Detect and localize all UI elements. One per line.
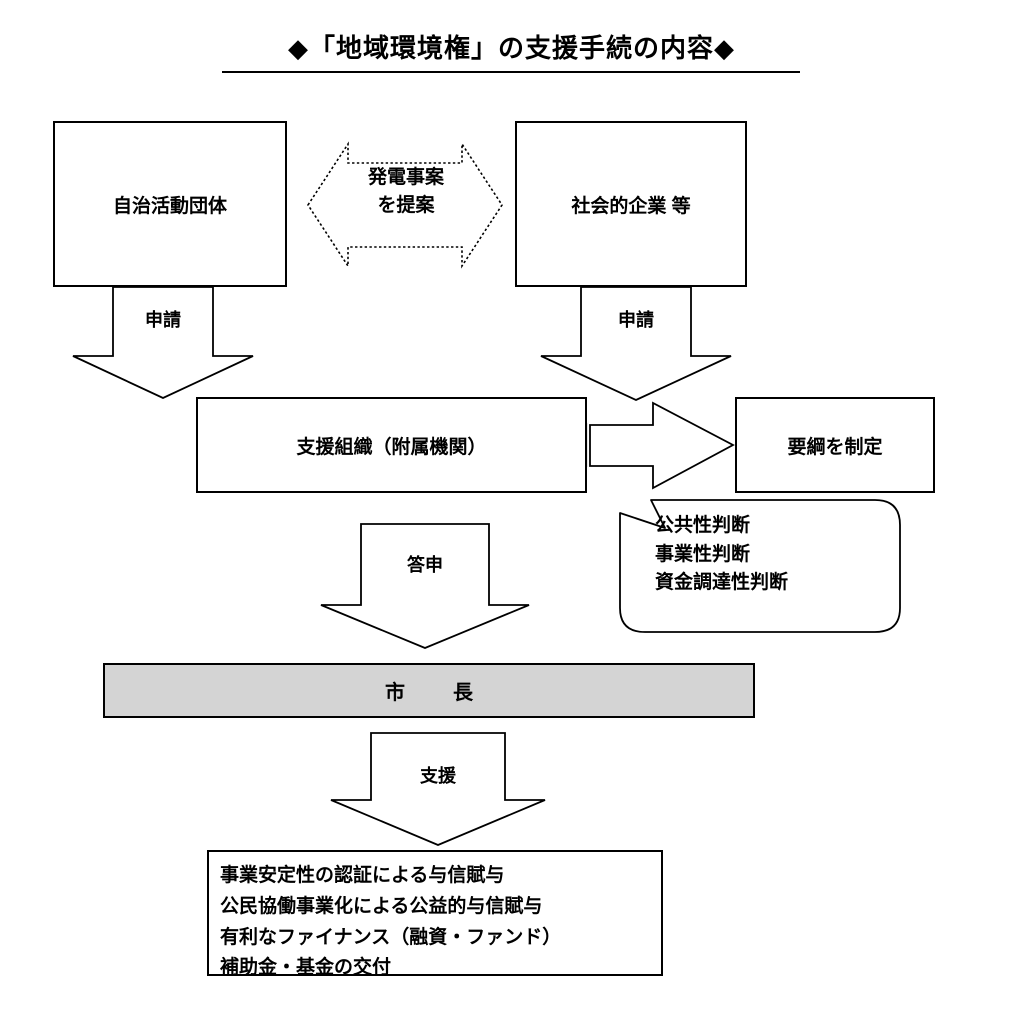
benefits-line-3: 有利なファイナンス（融資・ファンド） <box>220 926 562 948</box>
guideline-arrow-shape <box>589 401 735 490</box>
support-arrow-shape <box>330 732 546 846</box>
proposal-double-arrow-shape <box>307 141 503 269</box>
page-title: ◆「地域環境権」の支援手続の内容◆ <box>288 33 735 63</box>
node-guideline-label: 要綱を制定 <box>787 436 883 458</box>
report-label: 答申 <box>407 555 443 575</box>
callout-bubble-shape <box>619 499 901 633</box>
benefits-line-2: 公民協働事業化による公益的与信賦与 <box>220 895 543 917</box>
report-arrow-shape <box>320 523 530 649</box>
node-mayor-label: 市 長 <box>385 682 487 704</box>
proposal-arrow-label: 発電事案 を提案 <box>336 164 476 219</box>
callout-line-2: 事業性判断 <box>655 543 751 565</box>
support-label: 支援 <box>420 766 456 786</box>
node-mayor[interactable]: 市 長 <box>103 663 755 718</box>
proposal-arrow-line-1: 発電事案 <box>367 167 444 188</box>
node-social-enterprise[interactable]: 社会的企業 等 <box>515 121 747 287</box>
benefits-list: 事業安定性の認証による与信賦与 公民協働事業化による公益的与信賦与 有利なファイ… <box>220 861 561 984</box>
node-social-enterprise-label: 社会的企業 等 <box>571 195 691 217</box>
node-citizen-group-label: 自治活動団体 <box>112 195 227 217</box>
title-underline <box>222 71 800 73</box>
callout-line-3: 資金調達性判断 <box>655 572 789 593</box>
application-right-label: 申請 <box>618 310 654 330</box>
benefits-line-1: 事業安定性の認証による与信賦与 <box>220 865 505 886</box>
application-right-arrow-shape <box>540 286 732 401</box>
node-benefits[interactable]: 事業安定性の認証による与信賦与 公民協働事業化による公益的与信賦与 有利なファイ… <box>207 850 663 978</box>
benefits-line-4: 補助金・基金の交付 <box>220 957 392 979</box>
node-guideline[interactable]: 要綱を制定 <box>735 397 935 493</box>
application-left-arrow-shape <box>72 286 254 399</box>
node-citizen-group[interactable]: 自治活動団体 <box>53 121 287 287</box>
proposal-arrow-line-2: を提案 <box>377 194 435 216</box>
callout-criteria-text: 公共性判断 事業性判断 資金調達性判断 <box>655 512 788 598</box>
application-left-label: 申請 <box>145 310 181 330</box>
node-support-organization-label: 支援組織（附属機関） <box>296 436 487 458</box>
callout-line-1: 公共性判断 <box>655 515 751 536</box>
node-support-organization[interactable]: 支援組織（附属機関） <box>196 397 587 493</box>
